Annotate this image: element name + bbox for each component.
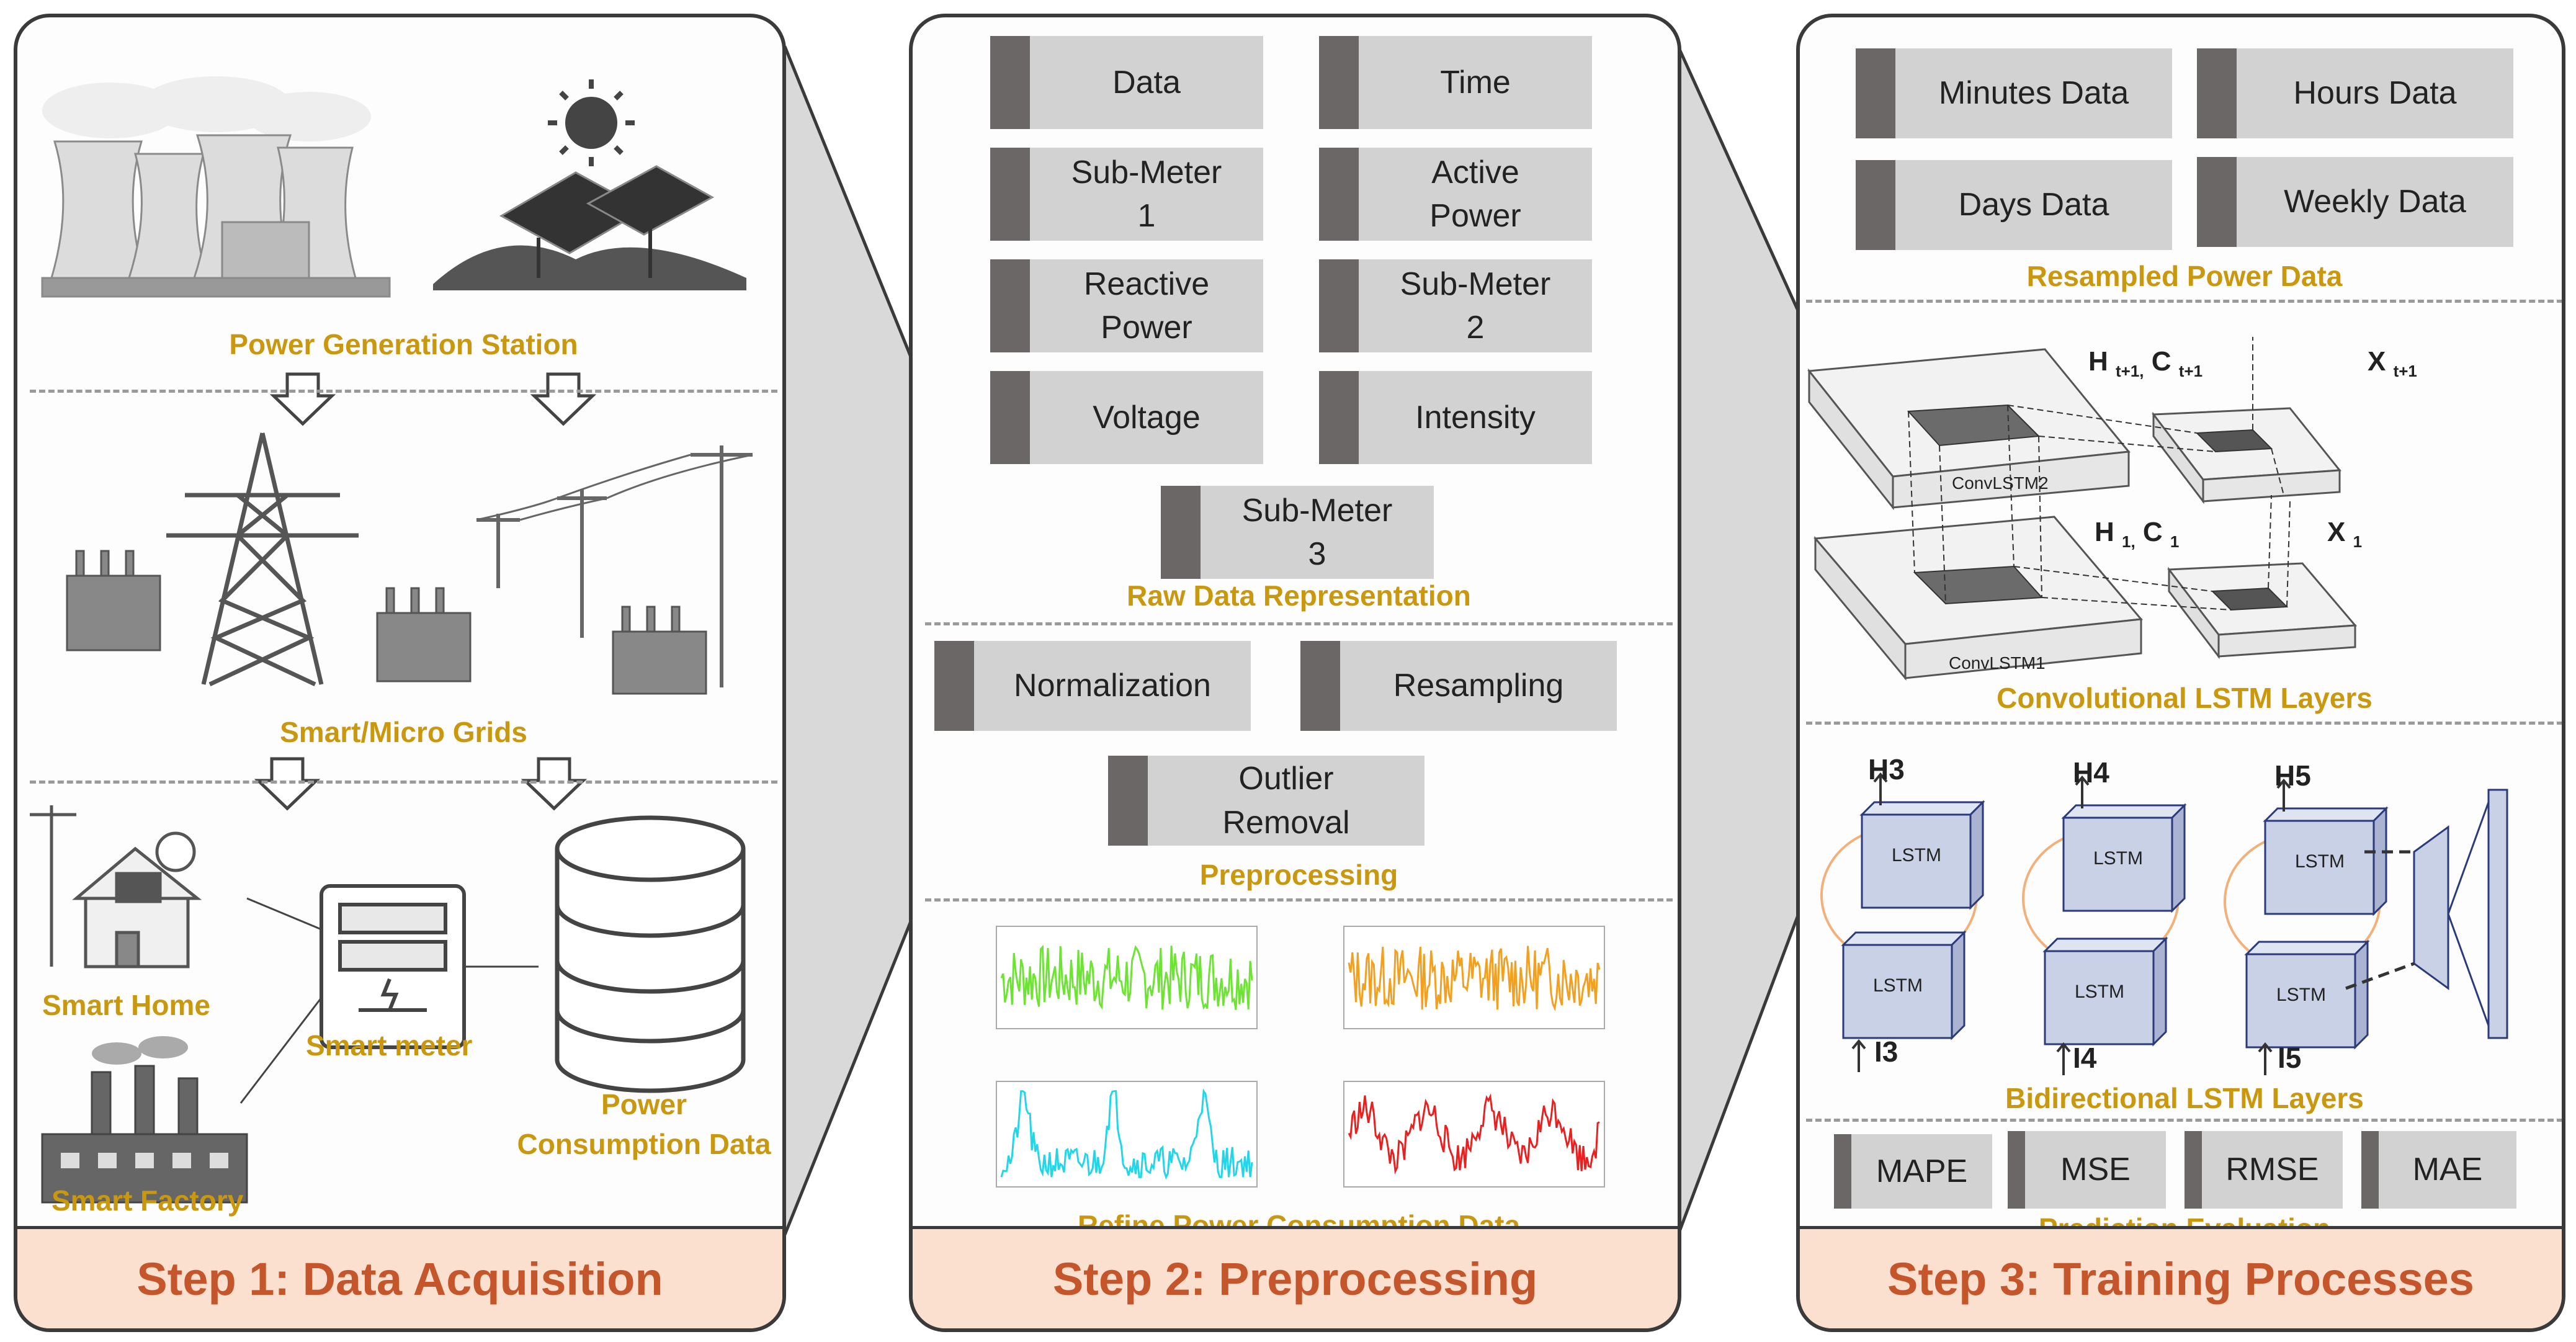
panel-training: Minutes Data Hours Data Days Data Weekly…: [1796, 14, 2565, 1332]
panel-data-acquisition: Power Generation Station Smart/Micro Gri…: [14, 14, 786, 1332]
lstm-label: LSTM: [2075, 982, 2124, 1002]
solar-panel-icon: [433, 79, 746, 290]
convlstm2-label: ConvLSTM2: [1952, 473, 2049, 493]
lstm-cell: LSTM: [1841, 930, 1967, 1040]
smart-home-icon: [30, 805, 202, 968]
lstm-cell: LSTM: [2061, 803, 2187, 913]
raw-box-sub-meter-2: Sub-Meter 2: [1319, 259, 1592, 352]
lstm-cell: LSTM: [2042, 936, 2168, 1047]
raw-box-data: Data: [990, 36, 1263, 129]
label-i4: I4: [2073, 1042, 2097, 1074]
divider: [1806, 300, 2562, 303]
prep-box-resampling: Resampling: [1300, 641, 1617, 731]
label-h-top: H t+1, C t+1: [2088, 346, 2203, 380]
output-arrow: [2075, 775, 2090, 808]
divider: [925, 622, 1673, 625]
input-arrow: [1851, 1039, 1866, 1072]
label-smart-factory: Smart Factory: [51, 1184, 244, 1217]
cooling-tower-icon: [41, 76, 391, 298]
refined-data-plots: [996, 926, 1605, 1188]
divider: [30, 781, 777, 784]
raw-box-intensity: Intensity: [1319, 371, 1592, 464]
caption-conv-lstm: Convolutional LSTM Layers: [1997, 682, 2373, 714]
lstm-label: LSTM: [2276, 985, 2326, 1005]
label-h5: H5: [2274, 759, 2311, 792]
divider: [925, 898, 1673, 901]
factory-icon: [41, 1036, 248, 1204]
plot-green: [996, 926, 1258, 1029]
raw-box-time: Time: [1319, 36, 1592, 129]
smart-meter-icon: [239, 884, 539, 1104]
label-power-consumption: Power Consumption Data: [517, 1088, 771, 1161]
prep-box-outlier-removal: Outlier Removal: [1108, 756, 1424, 846]
lstm-label: LSTM: [2295, 851, 2345, 872]
transformer-icon: [66, 550, 707, 695]
metric-mse: MSE: [2008, 1131, 2166, 1209]
bilstm-diagram: LSTM LSTM LSTM LSTM LSTM LSTM: [1820, 772, 2508, 1075]
step1-footer: Step 1: Data Acquisition: [17, 1226, 782, 1328]
acquisition-illustration: [30, 76, 753, 1204]
label-h3: H3: [1868, 753, 1905, 785]
label-smart-meter: Smart meter: [306, 1029, 473, 1062]
plot-orange: [1343, 926, 1605, 1029]
lstm-cell: LSTM: [2244, 939, 2370, 1050]
label-i3: I3: [1874, 1036, 1898, 1068]
raw-box-active-power: Active Power: [1319, 148, 1592, 241]
plot-red: [1343, 1081, 1605, 1188]
down-arrow-icon: [254, 372, 597, 811]
input-arrow: [2056, 1042, 2071, 1075]
caption-bilstm: Bidirectional LSTM Layers: [2005, 1082, 2364, 1114]
resample-box-weekly: Weekly Data: [2197, 157, 2513, 247]
resample-box-hours: Hours Data: [2197, 48, 2513, 138]
utility-pole-icon: [476, 445, 753, 687]
resample-box-days: Days Data: [1856, 160, 2172, 250]
step3-footer: Step 3: Training Processes: [1800, 1226, 2562, 1328]
label-h-bottom: H 1, C 1: [2095, 517, 2180, 551]
divider: [1806, 722, 2562, 725]
label-x-bottom: X 1: [2327, 517, 2363, 551]
database-icon: [555, 815, 746, 1093]
lstm-cell: LSTM: [1859, 800, 1985, 910]
metric-rmse: RMSE: [2185, 1131, 2343, 1209]
caption-power-generation: Power Generation Station: [229, 328, 578, 360]
label-smart-home: Smart Home: [42, 989, 210, 1021]
lstm-label: LSTM: [2093, 848, 2143, 869]
input-arrow: [2258, 1042, 2273, 1075]
caption-resampled: Resampled Power Data: [2026, 260, 2343, 292]
panel-preprocessing: Data Time Sub-Meter 1 Active Power React…: [909, 14, 1681, 1332]
plot-cyan: [996, 1081, 1258, 1188]
convlstm-diagram: ConvLSTM2 ConvLSTM1: [1807, 337, 2358, 681]
label-i5: I5: [2278, 1042, 2302, 1074]
label-h4: H4: [2073, 756, 2109, 789]
divider: [1806, 1119, 2562, 1122]
prep-box-normalization: Normalization: [934, 641, 1251, 731]
lstm-label: LSTM: [1892, 845, 1941, 866]
convlstm1-label: ConvLSTM1: [1949, 653, 2046, 673]
lstm-label: LSTM: [1873, 975, 1923, 996]
lstm-cell: LSTM: [2263, 806, 2389, 916]
resample-box-minutes: Minutes Data: [1856, 48, 2172, 138]
divider: [30, 390, 777, 393]
raw-box-voltage: Voltage: [990, 371, 1263, 464]
output-arrow: [1873, 772, 1888, 805]
raw-box-sub-meter-1: Sub-Meter 1: [990, 148, 1263, 241]
caption-raw-data: Raw Data Representation: [1127, 579, 1471, 612]
step2-footer: Step 2: Preprocessing: [913, 1226, 1678, 1328]
output-arrow: [2276, 778, 2291, 812]
caption-smart-grids: Smart/Micro Grids: [280, 716, 527, 748]
raw-box-sub-meter-3: Sub-Meter 3: [1161, 486, 1434, 579]
metric-mae: MAE: [2361, 1131, 2516, 1209]
transmission-tower-icon: [166, 432, 359, 687]
label-x-top: X t+1: [2368, 346, 2417, 380]
raw-box-reactive-power: Reactive Power: [990, 259, 1263, 352]
caption-preprocessing: Preprocessing: [1199, 859, 1398, 891]
metric-mape: MAPE: [1834, 1134, 1992, 1209]
